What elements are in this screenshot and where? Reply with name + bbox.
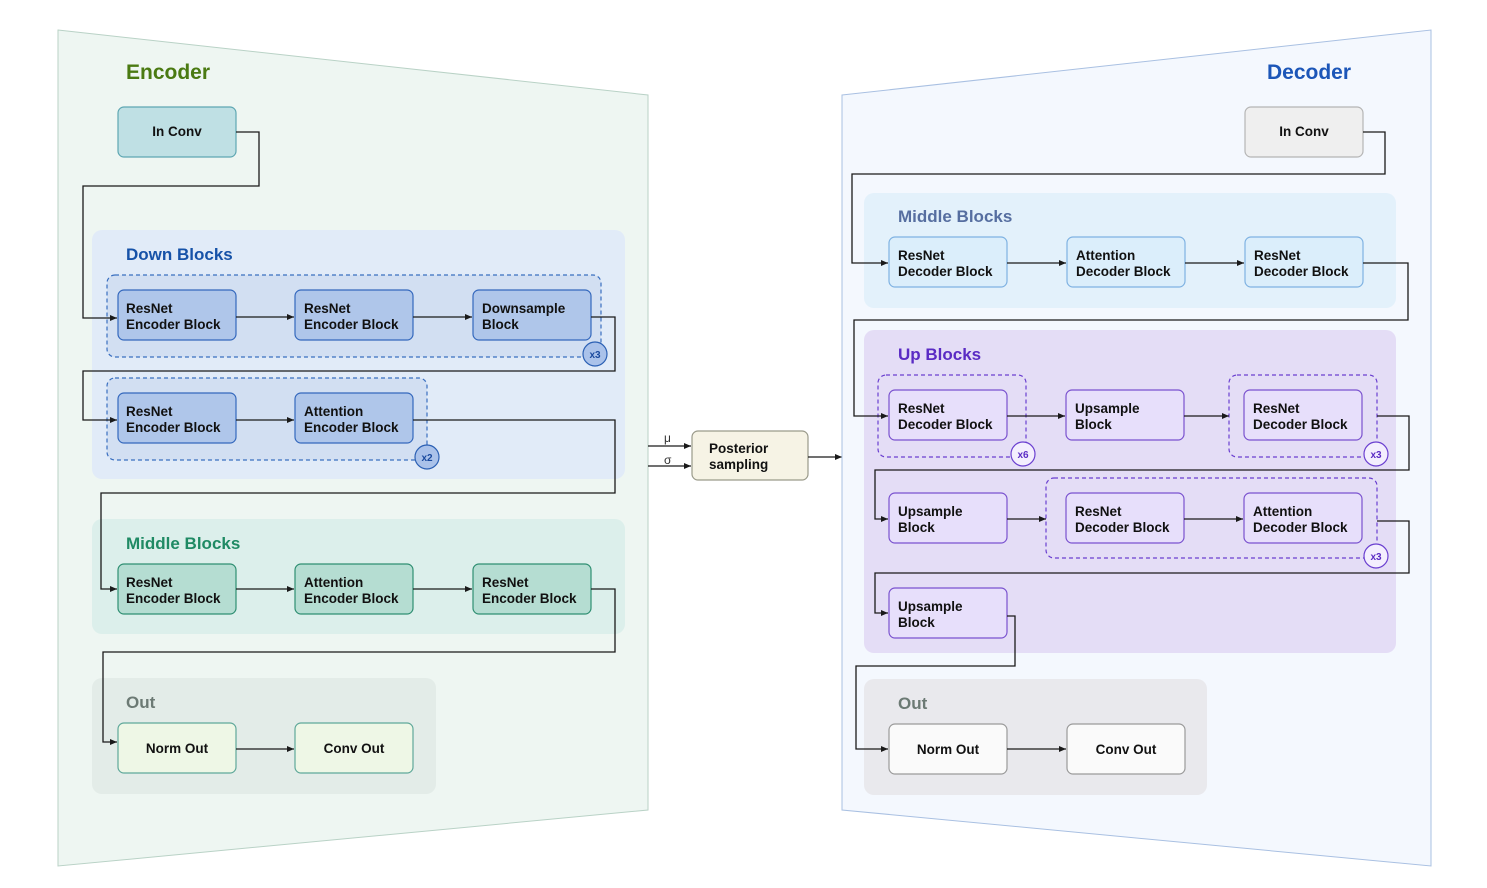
node-label: Conv Out [324, 741, 385, 756]
svg-text:x3: x3 [589, 350, 601, 361]
decoder-middle-blocks-title: Middle Blocks [898, 207, 1012, 226]
node-label: In Conv [152, 124, 202, 139]
svg-text:x2: x2 [421, 453, 433, 464]
decoder-connectors [851, 131, 1410, 752]
encoder-title: Encoder [126, 61, 210, 84]
encoder-out-title: Out [126, 693, 156, 712]
repeat-badge: x6 [1010, 441, 1036, 467]
repeat-badge: x3 [1363, 441, 1389, 467]
sigma-symbol: σ [664, 453, 672, 467]
mu-symbol: μ [664, 431, 671, 445]
encoder-in-conv-node: In Conv [117, 106, 237, 158]
decoder-out-title: Out [898, 694, 928, 713]
repeat-badge: x2 [414, 444, 440, 470]
node-label: Norm Out [917, 742, 980, 757]
node-label: In Conv [1279, 124, 1329, 139]
norm-out-node: Norm Out [888, 723, 1008, 775]
decoder-in-conv-node: In Conv [1244, 106, 1364, 158]
conv-out-node: Conv Out [294, 722, 414, 774]
encoder-connectors [82, 131, 616, 752]
up-row2-repeat-group [1045, 477, 1378, 559]
down-blocks-title: Down Blocks [126, 245, 233, 264]
conv-out-node: Conv Out [1066, 723, 1186, 775]
node-label: Conv Out [1096, 742, 1157, 757]
norm-out-node: Norm Out [117, 722, 237, 774]
decoder-title: Decoder [1267, 61, 1351, 84]
svg-text:x3: x3 [1370, 450, 1382, 461]
up-blocks-title: Up Blocks [898, 345, 981, 364]
node-label: Norm Out [146, 741, 209, 756]
repeat-badge: x3 [1363, 543, 1389, 569]
svg-text:x3: x3 [1370, 552, 1382, 563]
svg-text:x6: x6 [1017, 450, 1029, 461]
encoder-middle-blocks-title: Middle Blocks [126, 534, 240, 553]
repeat-badge: x3 [582, 341, 608, 367]
